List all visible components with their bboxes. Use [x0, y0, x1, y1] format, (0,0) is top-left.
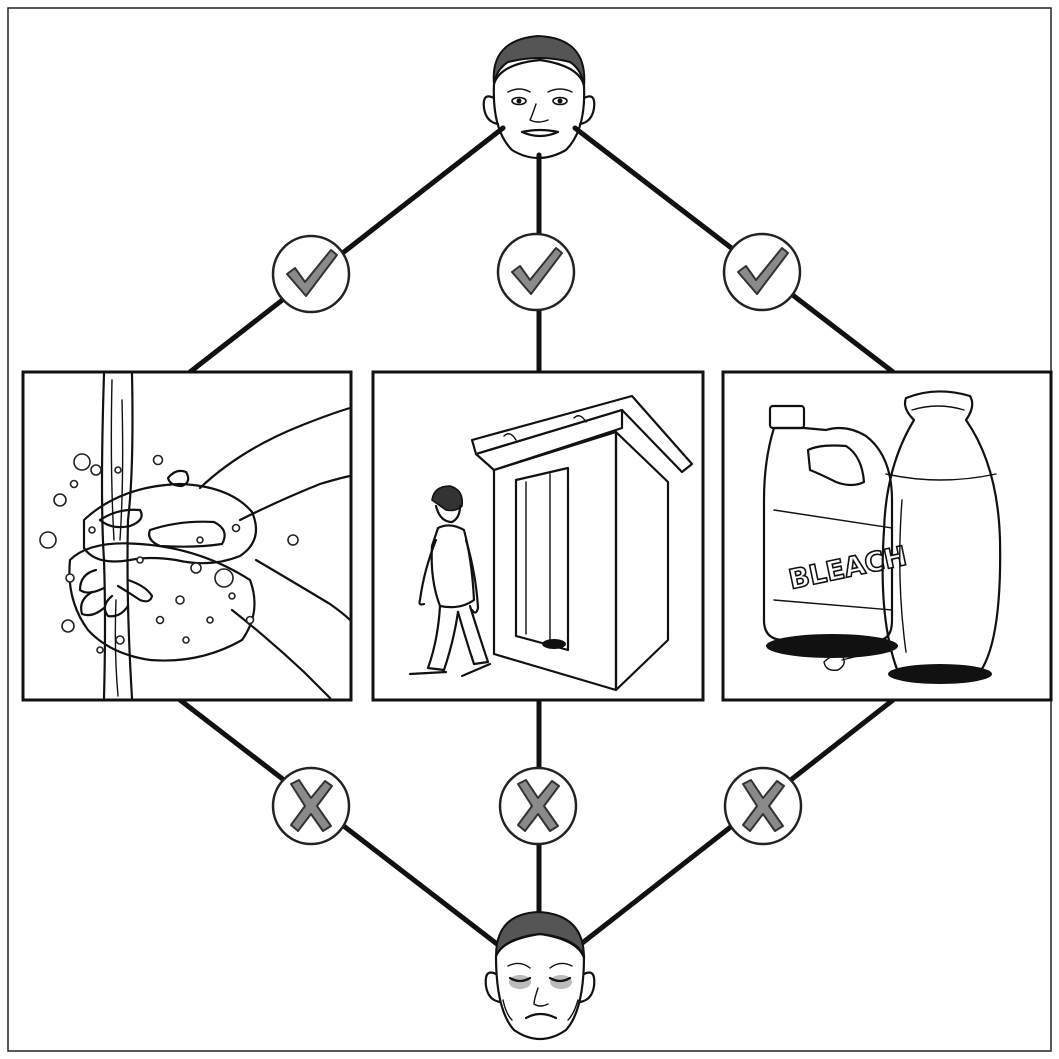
- healthy-face-icon: [482, 34, 596, 160]
- cross-icon: [271, 766, 351, 846]
- water-jug-icon: [881, 390, 1002, 684]
- soap-bubbles: [39, 453, 299, 654]
- check-icon: [496, 232, 576, 312]
- panel-latrine: [371, 370, 705, 702]
- walking-person-icon: [408, 485, 492, 678]
- panel-handwashing: [21, 370, 353, 702]
- check-icon: [271, 234, 351, 314]
- hand-washing-icon: [68, 372, 352, 700]
- connector-top-left: [187, 125, 506, 375]
- cross-icon: [723, 766, 803, 846]
- latrine-icon: [470, 394, 694, 692]
- panel-water-treatment: BLEACH: [721, 370, 1053, 702]
- cross-icon: [498, 766, 578, 846]
- check-icon: [722, 232, 802, 312]
- sick-face-icon: [484, 910, 596, 1041]
